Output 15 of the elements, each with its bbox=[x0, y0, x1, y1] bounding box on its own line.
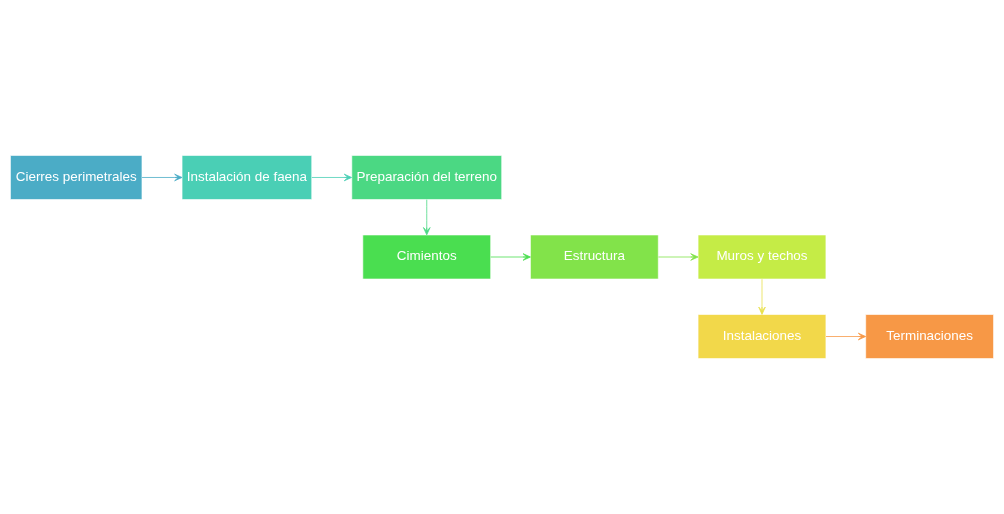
node-box: Preparación del terreno bbox=[351, 155, 502, 200]
arrow bbox=[423, 199, 431, 236]
node-box: Instalaciones bbox=[697, 314, 827, 359]
arrow bbox=[825, 332, 867, 341]
arrow bbox=[658, 253, 699, 261]
node-box: Muros y techos bbox=[697, 234, 827, 280]
node-box: Estructura bbox=[530, 234, 659, 280]
node-box: Cierres perimetrales bbox=[10, 155, 143, 200]
arrow bbox=[490, 253, 531, 261]
arrow bbox=[141, 173, 183, 182]
node-box: Cimientos bbox=[362, 234, 491, 280]
node-box: Instalación de faena bbox=[181, 155, 313, 200]
node-box: Terminaciones bbox=[865, 314, 994, 359]
arrow bbox=[311, 173, 352, 182]
arrow bbox=[758, 278, 766, 315]
